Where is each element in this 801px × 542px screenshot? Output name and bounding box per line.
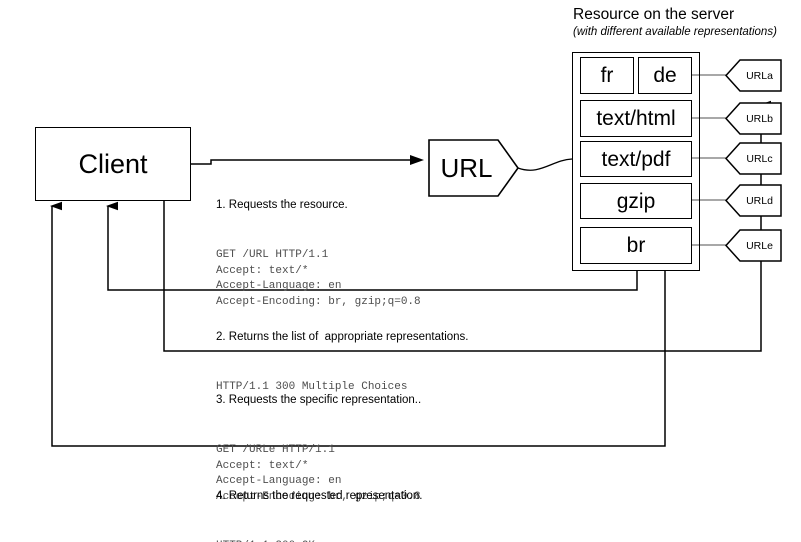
message-title: 4. Returns the requested representation. <box>216 490 423 502</box>
url-tag-label: URLb <box>746 112 773 125</box>
representation-box-br: br <box>580 227 692 264</box>
message-title: 2. Returns the list of appropriate repre… <box>216 331 469 343</box>
message-title: 1. Requests the resource. <box>216 199 348 211</box>
url-tag-label: URLc <box>746 152 773 165</box>
representation-label: br <box>626 234 646 257</box>
representation-box-text-html: text/html <box>580 100 692 137</box>
message-body: GET /URL HTTP/1.1 Accept: text/* Accept-… <box>216 249 421 308</box>
server-subtitle: (with different available representation… <box>573 26 777 38</box>
representation-box-fr: fr <box>580 57 634 94</box>
representation-label: de <box>653 64 677 87</box>
message-2: 2. Returns the list of appropriate repre… <box>216 294 469 432</box>
url-tag-urlb: URLb <box>726 103 781 134</box>
representation-label: gzip <box>616 189 656 213</box>
representation-label: fr <box>600 64 614 87</box>
representation-box-de: de <box>638 57 692 94</box>
message-body: HTTP/1.1 200 OK Content-Location: /URLe … <box>216 539 423 542</box>
url-tag: URL <box>429 140 518 196</box>
client-label: Client <box>78 148 148 179</box>
url-tag-label: URLd <box>746 194 773 207</box>
url-tag-label: URLe <box>746 239 773 252</box>
message-1: 1. Requests the resource. GET /URL HTTP/… <box>216 162 421 346</box>
client-box: Client <box>35 127 191 201</box>
message-title: 3. Requests the specific representation.… <box>216 394 422 406</box>
message-body: HTTP/1.1 300 Multiple Choices <box>216 381 408 393</box>
representation-label: text/pdf <box>601 147 671 171</box>
server-title: Resource on the server <box>573 6 735 23</box>
message-4: 4. Returns the requested representation.… <box>216 453 423 542</box>
url-tag-urlc: URLc <box>726 143 781 174</box>
representation-label: text/html <box>596 107 676 130</box>
message-body: GET /URLe HTTP/1.1 Accept: text/* Accept… <box>216 444 421 503</box>
url-tag-urle: URLe <box>726 230 781 261</box>
message-3: 3. Requests the specific representation.… <box>216 357 421 541</box>
server-container <box>572 52 700 271</box>
representation-box-gzip: gzip <box>580 183 692 219</box>
url-tag-urla: URLa <box>726 60 781 91</box>
url-tag-label: URL <box>440 152 493 183</box>
representation-box-text-pdf: text/pdf <box>580 141 692 177</box>
url-tag-urld: URLd <box>726 185 781 216</box>
url-tag-label: URLa <box>746 69 773 82</box>
